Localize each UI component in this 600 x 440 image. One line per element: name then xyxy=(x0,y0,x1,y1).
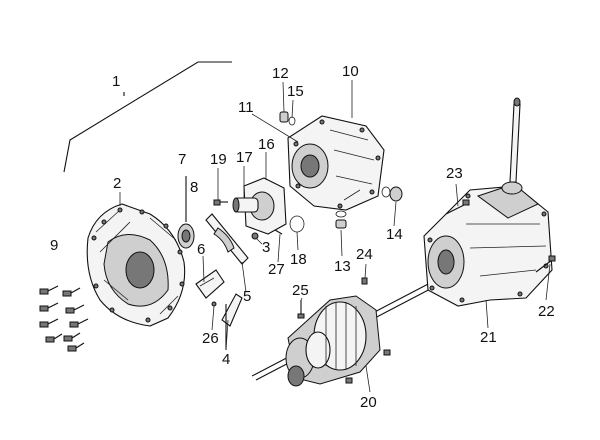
callout-10: 10 xyxy=(342,63,359,80)
part-27-washer xyxy=(274,229,283,235)
part-19-bolt xyxy=(213,199,228,206)
part-20-gear-shaft xyxy=(251,281,437,387)
callout-21: 21 xyxy=(480,329,497,346)
callout-20: 20 xyxy=(360,394,377,411)
callout-6: 6 xyxy=(197,241,206,258)
part-4-pivot xyxy=(221,293,243,350)
callout-26: 26 xyxy=(202,330,219,347)
callout-24: 24 xyxy=(356,246,373,263)
part-9-bolts xyxy=(39,285,89,352)
callout-11: 11 xyxy=(238,99,254,116)
part-14-seal xyxy=(381,186,403,202)
part-26-pin xyxy=(211,301,217,307)
part-24-pin xyxy=(361,277,368,285)
callout-8: 8 xyxy=(190,179,199,196)
callout-12: 12 xyxy=(272,65,289,82)
callout-19: 19 xyxy=(210,151,227,168)
callout-23: 23 xyxy=(446,165,463,182)
callout-14: 14 xyxy=(386,226,403,243)
callout-18: 18 xyxy=(290,251,307,268)
callout-4: 4 xyxy=(222,351,231,368)
callout-25: 25 xyxy=(292,282,309,299)
callout-leaders xyxy=(119,80,551,393)
part-2-bell-housing xyxy=(86,203,186,327)
part-6-clip xyxy=(195,269,225,299)
callout-15: 15 xyxy=(287,83,304,100)
part-5-release-fork xyxy=(205,213,249,265)
callout-1: 1 xyxy=(112,73,121,90)
part-25-pin xyxy=(297,300,305,319)
callout-16: 16 xyxy=(258,136,275,153)
part-16-bearing-retainer xyxy=(232,177,287,235)
callout-9: 9 xyxy=(50,237,59,254)
part-8-release-bearing xyxy=(177,176,195,249)
callout-13: 13 xyxy=(334,258,351,275)
part-10-case-housing xyxy=(287,115,385,211)
part-13-plug xyxy=(335,210,347,229)
part-23-bolt xyxy=(445,199,470,215)
part-12-plug xyxy=(279,111,296,126)
part-3-bolt xyxy=(251,232,259,240)
callout-2: 2 xyxy=(113,175,122,192)
callout-5: 5 xyxy=(243,288,252,305)
leader-1 xyxy=(63,61,232,173)
callout-7: 7 xyxy=(178,151,187,168)
part-21-transmission-case xyxy=(423,97,553,307)
part-18-o-ring xyxy=(289,215,305,233)
callout-22: 22 xyxy=(538,303,555,320)
callout-3: 3 xyxy=(262,239,271,256)
callout-27: 27 xyxy=(268,261,285,278)
part-22-bolt xyxy=(535,255,556,273)
callout-17: 17 xyxy=(236,149,253,166)
